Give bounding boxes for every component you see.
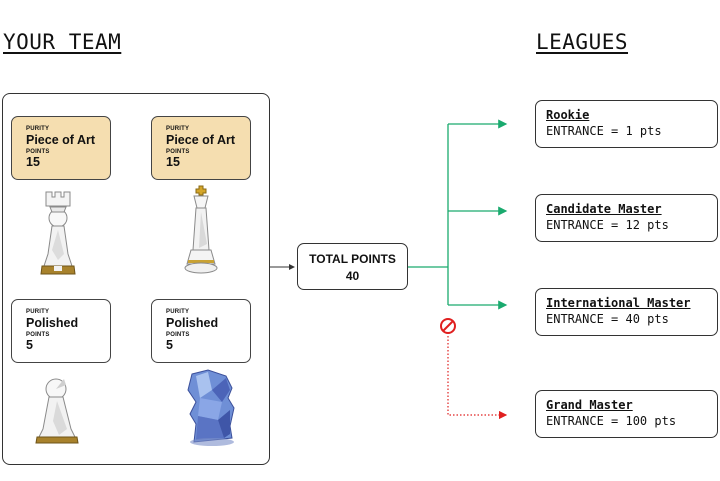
purity-label: PURITY (26, 126, 50, 132)
points-value: 5 (26, 338, 33, 352)
team-card-pawn[interactable]: PURITY Polished POINTS 5 (11, 299, 111, 363)
blocked-path-to-grand-master (447, 336, 508, 420)
league-entrance: ENTRANCE = 40 pts (546, 312, 669, 326)
team-card-rook[interactable]: PURITY Piece of Art POINTS 15 (11, 116, 111, 180)
points-value: 15 (166, 155, 180, 169)
points-label: POINTS (26, 332, 50, 338)
total-points-label: TOTAL POINTS (309, 252, 396, 266)
points-label: POINTS (26, 149, 50, 155)
purity-label: PURITY (166, 126, 190, 132)
league-candidate-master[interactable]: Candidate Master ENTRANCE = 12 pts (535, 194, 718, 242)
rook-icon (40, 191, 76, 275)
purity-value: Polished (26, 316, 79, 330)
purity-value: Piece of Art (166, 133, 236, 147)
purity-label: PURITY (166, 309, 190, 315)
league-entrance: ENTRANCE = 100 pts (546, 414, 677, 428)
purity-label: PURITY (26, 309, 50, 315)
total-points-box: TOTAL POINTS 40 (297, 243, 408, 290)
team-card-king[interactable]: PURITY Piece of Art POINTS 15 (151, 116, 251, 180)
league-name: Rookie (546, 108, 590, 122)
league-grand-master[interactable]: Grand Master ENTRANCE = 100 pts (535, 390, 718, 438)
team-panel (2, 93, 270, 465)
points-label: POINTS (166, 332, 190, 338)
total-points-value: 40 (345, 269, 360, 283)
team-card-knight[interactable]: PURITY Polished POINTS 5 (151, 299, 251, 363)
no-entry-icon (440, 318, 456, 334)
league-name: Candidate Master (546, 202, 662, 216)
league-name: Grand Master (546, 398, 633, 412)
points-value: 5 (166, 338, 173, 352)
league-entrance: ENTRANCE = 1 pts (546, 124, 662, 138)
leagues-heading: LEAGUES (536, 30, 629, 54)
your-team-heading: YOUR TEAM (3, 30, 122, 54)
purity-value: Polished (166, 316, 219, 330)
league-rookie[interactable]: Rookie ENTRANCE = 1 pts (535, 100, 718, 148)
king-icon (184, 185, 218, 274)
league-entrance: ENTRANCE = 12 pts (546, 218, 669, 232)
knight-icon (187, 369, 235, 446)
league-international-master[interactable]: International Master ENTRANCE = 40 pts (535, 288, 718, 336)
points-label: POINTS (166, 149, 190, 155)
points-value: 15 (26, 155, 40, 169)
league-name: International Master (546, 296, 691, 310)
purity-value: Piece of Art (26, 133, 96, 147)
pawn-icon (35, 378, 79, 444)
